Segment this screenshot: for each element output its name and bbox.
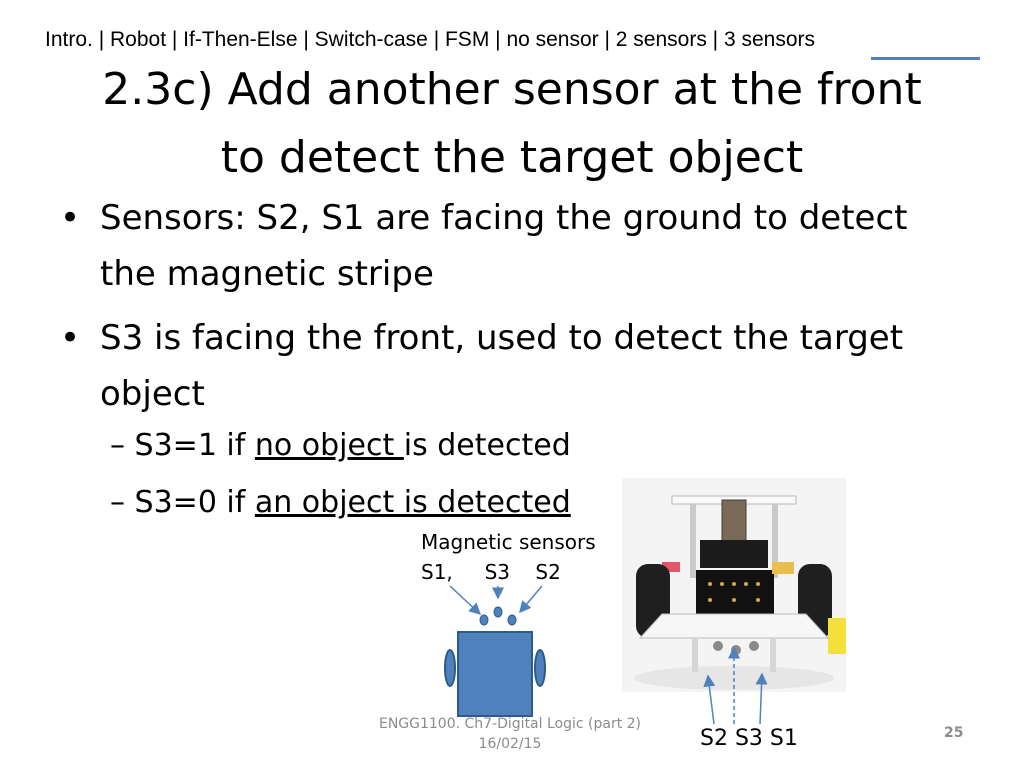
sub-bullet-dash: – [110,485,135,520]
bullet-list: • Sensors: S2, S1 are facing the ground … [60,190,980,422]
nav-separator: | [489,28,507,51]
photo-arrow-s1 [755,672,768,725]
bullet-item: • S3 is facing the front, used to detect… [60,310,980,422]
sub-bullet-prefix: S3=0 if [134,485,255,520]
nav-separator: | [706,28,724,51]
sensor-s3-dot [493,606,503,618]
nav-current-underline [871,57,980,60]
nav-separator: | [297,28,315,51]
footer: ENGG1100. Ch7-Digital Logic (part 2) 16/… [370,714,650,754]
sensor-s1-dot [479,614,489,626]
footer-date: 16/02/15 [478,736,542,752]
nav-item-fsm[interactable]: FSM [444,28,490,51]
footer-course: ENGG1100. Ch7-Digital Logic (part 2) [378,716,642,732]
sensor-s2-dot [507,614,517,626]
sub-bullet-underlined: an object is detected [254,485,571,520]
nav-separator: | [166,28,184,51]
nav-separator: | [598,28,616,51]
bullet-dot: • [60,198,81,238]
photo-sensor-labels: S2 S3 S1 [700,726,798,751]
nav-separator: | [92,28,110,51]
nav-item-3-sensors[interactable]: 3 sensors [723,28,816,51]
sub-bullet-underlined: no object [254,428,404,463]
diagram-sensor-labels: S1, S3 S2 [421,560,561,584]
robot-body [457,631,533,717]
sub-bullet-item: – S3=1 if no object is detected [110,428,571,463]
page-number: 25 [944,725,964,741]
robot-right-wheel [534,649,546,687]
bullet-item: • Sensors: S2, S1 are facing the ground … [60,190,980,302]
photo-arrow-s2 [703,674,716,725]
nav-item-switch-case[interactable]: Switch-case [314,28,428,51]
sub-bullet-dash: – [110,428,135,463]
nav-item-robot[interactable]: Robot [109,28,167,51]
bullet-dot: • [60,318,81,358]
bullet-text-line1: S3 is facing the front, used to detect t… [100,318,904,358]
robot-diagram [444,585,546,717]
diagram-heading: Magnetic sensors [421,530,596,554]
nav-separator: | [427,28,445,51]
nav-item-if-then-else[interactable]: If-Then-Else [183,28,298,51]
sensor-pointer-arrow [449,585,482,616]
nav-item-2-sensors[interactable]: 2 sensors [615,28,707,51]
nav-item-no-sensor[interactable]: no sensor [506,28,599,51]
bullet-text-line1: Sensors: S2, S1 are facing the ground to… [100,198,908,238]
sub-bullet-prefix: S3=1 if [134,428,255,463]
bullet-text-line2: object [100,374,205,414]
sensor-pointer-arrow [519,585,543,614]
top-nav: Intro. | Robot | If-Then-Else | Switch-c… [45,28,815,52]
sub-bullet-item: – S3=0 if an object is detected [110,485,571,520]
slide-title-line2: to detect the target object [220,132,804,183]
sub-bullet-suffix: is detected [403,428,571,463]
robot-left-wheel [444,649,456,687]
slide-title-line1: 2.3c) Add another sensor at the front [102,64,922,115]
photo-sensor-arrows [703,646,768,725]
slide-title: 2.3c) Add another sensor at the front to… [0,56,1024,192]
bullet-text-line2: the magnetic stripe [100,254,434,294]
nav-item-intro[interactable]: Intro. [45,28,93,51]
